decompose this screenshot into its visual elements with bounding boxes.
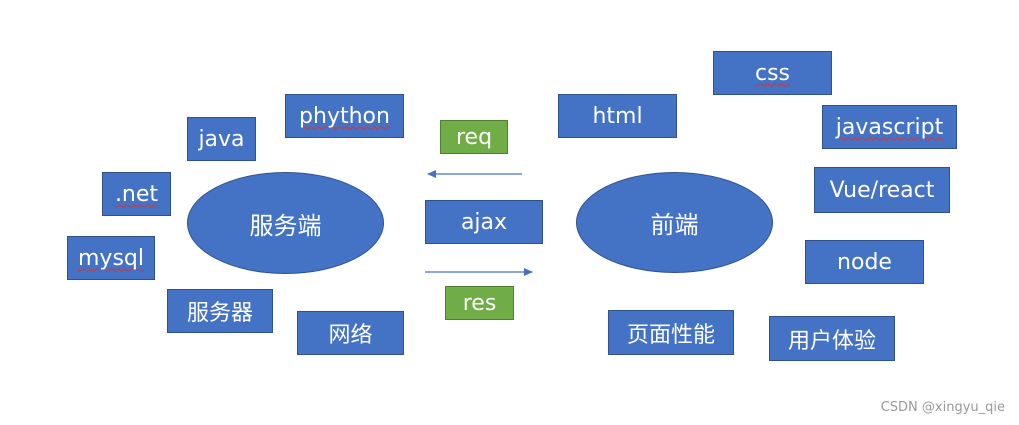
java-box: java	[187, 117, 256, 161]
page-performance-box: 页面性能	[608, 310, 734, 355]
mysql-box: mysql	[67, 236, 155, 280]
html-label: html	[592, 103, 643, 129]
frontend-ellipse-label: 前端	[650, 211, 699, 239]
res-label-box: res	[445, 286, 514, 320]
vue-react-label: Vue/react	[829, 177, 935, 203]
res-label: res	[462, 290, 497, 316]
ajax-label: ajax	[460, 209, 508, 235]
python-box: phython	[285, 94, 404, 138]
req-label-box: req	[440, 120, 508, 154]
watermark: CSDN @xingyu_qie	[880, 400, 1005, 415]
server-hardware-box: 服务器	[167, 289, 273, 333]
req-label: req	[455, 124, 493, 150]
ajax-box: ajax	[425, 200, 543, 244]
server-ellipse-label: 服务端	[249, 211, 322, 240]
network-label: 网络	[328, 323, 373, 348]
dotnet-box: .net	[102, 172, 171, 216]
server-ellipse: 服务端	[187, 172, 384, 274]
css-box: css	[713, 51, 832, 95]
user-experience-box: 用户体验	[769, 316, 895, 361]
html-box: html	[558, 94, 677, 138]
network-box: 网络	[297, 311, 404, 355]
python-label: phython	[299, 103, 390, 129]
dotnet-label: .net	[114, 181, 159, 207]
user-experience-label: 用户体验	[787, 328, 876, 354]
frontend-ellipse: 前端	[576, 172, 773, 273]
javascript-box: javascript	[822, 105, 957, 149]
page-performance-label: 页面性能	[626, 322, 715, 348]
node-label: node	[837, 249, 892, 275]
server-hardware-label: 服务器	[186, 301, 253, 326]
java-label: java	[198, 126, 245, 152]
javascript-label: javascript	[835, 114, 944, 140]
node-box: node	[805, 240, 924, 284]
css-label: css	[754, 60, 791, 86]
mysql-label: mysql	[78, 245, 144, 271]
vue-react-box: Vue/react	[814, 167, 950, 213]
